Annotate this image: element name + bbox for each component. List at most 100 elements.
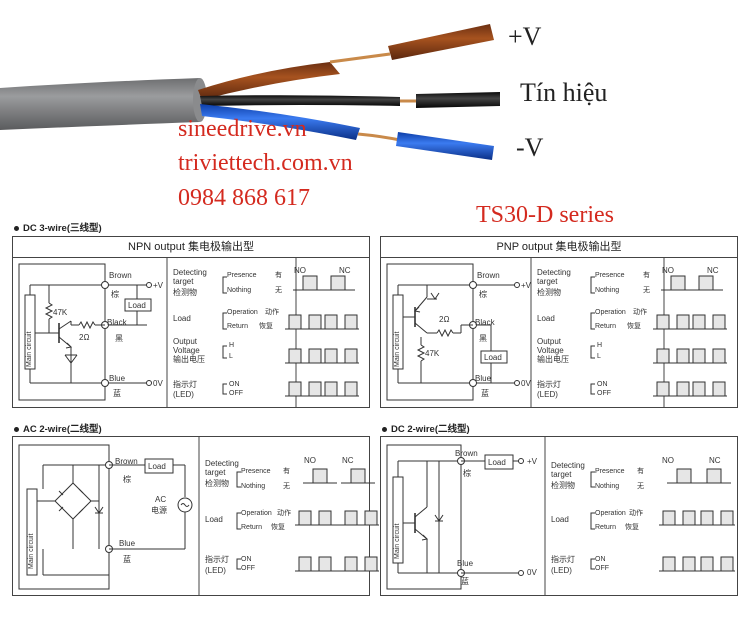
- ac2-detecting: Detecting: [205, 459, 239, 468]
- dc2-nc: NC: [709, 456, 721, 465]
- ac2-nc: NC: [342, 456, 354, 465]
- no-wave-block: [308, 314, 322, 330]
- pnp-black-cn: 黑: [479, 334, 487, 343]
- npn-zero-v: 0V: [153, 379, 163, 388]
- npn-r1-label: 47K: [53, 308, 68, 317]
- ac2-led: (LED): [205, 566, 226, 575]
- bullet-icon: [382, 426, 387, 432]
- npn-off: OFF: [229, 390, 243, 397]
- ac2-nothing: Nothing: [241, 483, 266, 490]
- no-wave-block: [656, 381, 670, 397]
- pnp-zero-v: 0V: [521, 379, 531, 388]
- npn-operation: Operation: [227, 309, 258, 316]
- bracket: [590, 312, 595, 330]
- pnp-detecting-cn: 检测物: [537, 288, 561, 297]
- npn-detecting-cn: 检测物: [173, 288, 197, 297]
- pnp-load: Load: [537, 314, 555, 323]
- pnp-detecting: Detecting: [537, 268, 571, 277]
- no-wave-block: [288, 348, 302, 364]
- dc2-plus-v: +V: [527, 457, 538, 466]
- pnp-voltage: Voltage: [537, 346, 564, 355]
- pnp-l: L: [597, 353, 601, 360]
- nc-wave-block: [344, 556, 358, 572]
- dc2-indicator-cn: 指示灯: [551, 555, 575, 564]
- series-title: TS30-D series: [476, 202, 614, 228]
- npn-black-label: Black: [107, 318, 127, 327]
- nc-target-pulse: [706, 468, 722, 484]
- no-wave-block: [288, 314, 302, 330]
- pnp-load-label: Load: [484, 353, 502, 362]
- watermark-site2: triviettech.com.vn: [178, 150, 353, 176]
- dc2-load: Load: [551, 515, 569, 524]
- pnp-timing: [590, 275, 727, 397]
- bracket: [222, 383, 227, 395]
- npn-return-cn: 恢复: [259, 323, 273, 330]
- npn-detecting: Detecting: [173, 268, 207, 277]
- no-wave-block: [288, 381, 302, 397]
- pnp-blue-cn: 蓝: [481, 389, 489, 398]
- dc2-brown-label: Brown: [455, 449, 478, 458]
- bracket: [236, 558, 241, 570]
- npn-operation-cn: 动作: [265, 309, 279, 316]
- npn-output-cn: 输出电压: [173, 355, 205, 364]
- ac2-presence-cn: 有: [283, 468, 290, 475]
- npn-no: NO: [294, 266, 306, 275]
- no-target-pulse: [676, 468, 692, 484]
- ac2-on: ON: [241, 556, 252, 563]
- ac2-target: target: [205, 468, 226, 477]
- pnp-on: ON: [597, 381, 608, 388]
- ac2-nothing-cn: 无: [283, 483, 290, 490]
- pnp-brown-label: Brown: [477, 271, 500, 280]
- pnp-nc: NC: [707, 266, 719, 275]
- no-wave-block: [676, 314, 690, 330]
- npn-presence-cn: 有: [275, 272, 282, 279]
- npn-panel: NPN output 集电极输出型: [12, 236, 370, 408]
- no-wave-block: [308, 381, 322, 397]
- no-target-pulse: [670, 275, 686, 291]
- dc2-zero-v: 0V: [527, 568, 537, 577]
- ac2-circuit: [18, 437, 200, 595]
- pnp-presence-cn: 有: [643, 272, 650, 279]
- watermark-site1: sineedrive.vn: [178, 116, 307, 142]
- no-wave-block: [662, 556, 676, 572]
- pnp-blue-label: Blue: [475, 374, 492, 383]
- dc2-led: (LED): [551, 566, 572, 575]
- nc-wave-block: [700, 556, 714, 572]
- bracket: [222, 276, 227, 294]
- blue-wire: [200, 104, 360, 140]
- pnp-off: OFF: [597, 390, 611, 397]
- npn-on: ON: [229, 381, 240, 388]
- ac2-brown-label: Brown: [115, 457, 138, 466]
- dc2-detecting: Detecting: [551, 461, 585, 470]
- no-wave-block: [656, 348, 670, 364]
- nc-wave-block: [712, 314, 726, 330]
- dc2-nothing-cn: 无: [637, 483, 644, 490]
- npn-target: target: [173, 277, 194, 286]
- no-wave-block: [656, 314, 670, 330]
- npn-voltage: Voltage: [173, 346, 200, 355]
- dc2-heading-text: DC 2-wire(二线型): [391, 424, 470, 435]
- pnp-title: PNP output 集电极输出型: [381, 237, 737, 258]
- no-wave-block: [298, 510, 312, 526]
- bracket: [236, 471, 241, 488]
- nc-wave-block: [720, 510, 734, 526]
- nc-wave-block: [344, 348, 358, 364]
- pnp-return-cn: 恢复: [627, 323, 641, 330]
- ac2-heading: AC 2-wire(二线型): [14, 421, 102, 435]
- pnp-circuit: [386, 258, 665, 407]
- ac2-presence: Presence: [241, 468, 271, 475]
- npn-l: L: [229, 353, 233, 360]
- pnp-presence: Presence: [595, 272, 625, 279]
- dc2-off: OFF: [595, 565, 609, 572]
- dc2-return-cn: 恢复: [625, 524, 639, 531]
- bullet-icon: [14, 225, 19, 231]
- pnp-black-label: Black: [475, 318, 495, 327]
- npn-return: Return: [227, 323, 249, 330]
- nc-wave-block: [344, 314, 358, 330]
- pnp-r1-label: 47K: [425, 349, 440, 358]
- no-wave-block: [676, 381, 690, 397]
- dc2-operation: Operation: [595, 510, 626, 517]
- ac2-heading-text: AC 2-wire(二线型): [23, 424, 102, 435]
- dc3-heading: DC 3-wire(三线型): [14, 220, 102, 234]
- dc2-brown-cn: 棕: [463, 469, 471, 478]
